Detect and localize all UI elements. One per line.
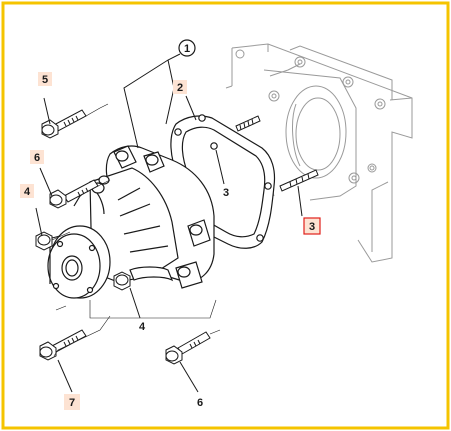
- bolt-5: [41, 109, 87, 139]
- callout-3-gasket: 3: [223, 187, 229, 199]
- callout-6b-label: 6: [197, 397, 203, 409]
- callout-1-label: 1: [184, 43, 190, 55]
- callout-4a-label: 4: [24, 186, 31, 198]
- callout-7: 7: [64, 394, 80, 410]
- callout-3a-label: 3: [223, 187, 229, 199]
- callout-6a-label: 6: [34, 152, 40, 164]
- stud-lower: [279, 169, 319, 192]
- callout-6-upper: 6: [30, 150, 44, 164]
- callout-4-left: 4: [20, 184, 34, 198]
- callout-4b-label: 4: [139, 321, 146, 333]
- callout-1: 1: [178, 39, 196, 57]
- callout-2: 2: [173, 80, 187, 94]
- bolt-6-lower: [165, 331, 211, 365]
- callout-5: 5: [38, 72, 52, 86]
- gasket-dowel-hole: [210, 142, 218, 150]
- callout-2-label: 2: [177, 82, 183, 94]
- callout-3b-label: 3: [309, 221, 315, 233]
- callout-5-label: 5: [42, 74, 48, 86]
- nut-4-lower: [113, 271, 131, 291]
- callout-6-lower: 6: [197, 397, 203, 409]
- callout-7-label: 7: [69, 397, 75, 409]
- engine-housing: [225, 43, 413, 263]
- callout-3-stud: 3: [303, 217, 321, 235]
- water-pump: [47, 145, 215, 299]
- bolt-7: [39, 329, 87, 361]
- bolt-6-upper: [49, 179, 99, 209]
- nut-4-left: [35, 231, 61, 251]
- callout-4-lower: 4: [139, 321, 146, 333]
- stud-upper: [235, 115, 261, 132]
- leader-lines: [35, 53, 303, 393]
- alignment-lines: [51, 103, 221, 357]
